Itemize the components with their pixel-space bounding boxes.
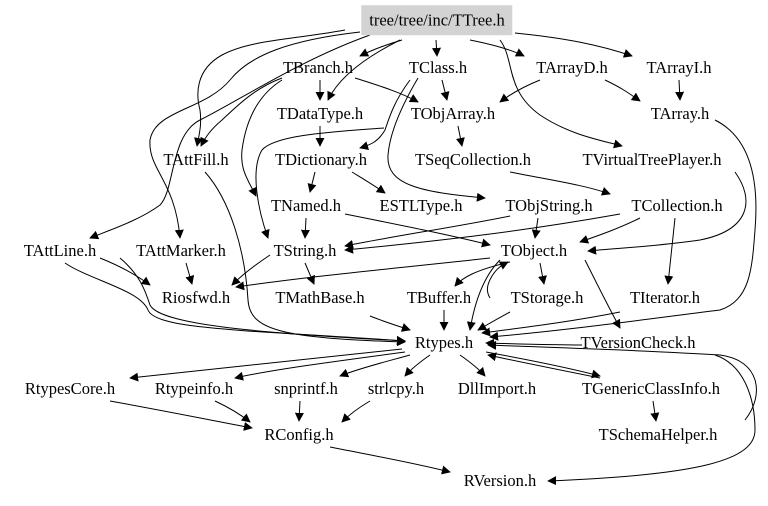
edge-tobject-tstorage bbox=[538, 262, 547, 285]
edge-tvirtualtreeplayer-tobject bbox=[587, 171, 747, 255]
edge-tgenericclassinfo-tschemahelper bbox=[650, 400, 660, 422]
edge-strlcpy-rconfig bbox=[341, 400, 371, 423]
edge-tclass-tdictionary bbox=[359, 79, 411, 150]
edge-tattline-riosfwd bbox=[99, 257, 151, 286]
node-tclass[interactable]: TClass.h bbox=[408, 57, 468, 77]
node-snprintf[interactable]: snprintf.h bbox=[274, 378, 338, 398]
node-tattfill[interactable]: TAttFill.h bbox=[163, 149, 229, 169]
edge-tstorage-rtypes bbox=[477, 311, 511, 331]
edge-ttree-tattline bbox=[89, 34, 371, 240]
edge-titerator-rtypes bbox=[481, 311, 621, 337]
edge-rtypes-dllimport bbox=[459, 354, 486, 377]
edge-tattmarker-riosfwd bbox=[185, 262, 195, 285]
edge-tarray-rtypes bbox=[489, 119, 757, 341]
edge-tclass-tobjstring bbox=[387, 77, 486, 202]
node-riosfwd[interactable]: Riosfwd.h bbox=[161, 287, 231, 307]
edge-tversioncheck-rversion bbox=[547, 354, 756, 486]
node-tstorage[interactable]: TStorage.h bbox=[510, 287, 584, 307]
node-tarrayi[interactable]: TArrayI.h bbox=[646, 57, 712, 77]
edge-ttree-tdatatype bbox=[327, 39, 401, 101]
node-rtypes[interactable]: Rtypes.h bbox=[414, 332, 474, 352]
node-rversion[interactable]: RVersion.h bbox=[463, 470, 537, 490]
node-tattline[interactable]: TAttLine.h bbox=[23, 240, 97, 260]
edge-ttree-tarrayd bbox=[469, 39, 525, 57]
edge-tarrayd-tarray bbox=[604, 79, 641, 102]
edge-tarrayi-tarray bbox=[675, 79, 685, 101]
node-tobject[interactable]: TObject.h bbox=[500, 240, 568, 260]
node-tattmarker[interactable]: TAttMarker.h bbox=[136, 240, 226, 260]
edge-tobject-riosfwd bbox=[235, 257, 491, 291]
edge-tobject-rtypes bbox=[466, 259, 501, 331]
edge-tstring-tmathbase bbox=[304, 262, 315, 285]
node-tobjarray[interactable]: TObjArray.h bbox=[410, 103, 496, 123]
edge-tmathbase-rtypes bbox=[369, 315, 411, 332]
edge-rconfig-rversion bbox=[329, 446, 451, 475]
edge-tseqcollection-tcollection bbox=[509, 171, 611, 196]
edge-tstorage-tobject bbox=[486, 261, 509, 299]
node-tdictionary[interactable]: TDictionary.h bbox=[275, 149, 367, 169]
edge-rtypescore-rconfig bbox=[109, 400, 253, 431]
edge-ttree-tattfill bbox=[194, 29, 346, 147]
node-tnamed[interactable]: TNamed.h bbox=[270, 195, 342, 215]
edge-tbranch-tnamed bbox=[241, 79, 283, 197]
node-tschemahelper[interactable]: TSchemaHelper.h bbox=[598, 424, 718, 444]
node-tseqcollection[interactable]: TSeqCollection.h bbox=[415, 149, 531, 169]
edge-rtypes-strlcpy bbox=[404, 354, 431, 377]
edge-rtypes-snprintf bbox=[339, 354, 411, 378]
edge-tcollection-titerator bbox=[664, 217, 676, 285]
edge-tarrayd-tobjarray bbox=[499, 79, 541, 103]
edge-rtypes-rtypeinfo bbox=[234, 351, 406, 381]
edge-tbranch-tobjarray bbox=[354, 77, 419, 103]
edge-ttree-tattmarker bbox=[149, 31, 361, 239]
edge-tdictionary-estltype bbox=[351, 171, 386, 194]
node-rtypescore[interactable]: RtypesCore.h bbox=[24, 378, 116, 398]
edge-rtypes-rtypescore bbox=[129, 348, 403, 382]
node-dllimport[interactable]: DllImport.h bbox=[457, 378, 537, 398]
edge-tnamed-tobject bbox=[344, 213, 491, 248]
node-titerator[interactable]: TIterator.h bbox=[629, 287, 701, 307]
node-tmathbase[interactable]: TMathBase.h bbox=[275, 287, 365, 307]
node-tgenericclassinfo[interactable]: TGenericClassInfo.h bbox=[582, 378, 720, 398]
edge-tcollection-tobject bbox=[579, 217, 641, 244]
node-tarrayd[interactable]: TArrayD.h bbox=[536, 57, 608, 77]
edge-tgenericclassinfo-rtypes bbox=[487, 352, 601, 379]
node-estltype[interactable]: ESTLType.h bbox=[379, 195, 463, 215]
edge-rtypes-tgenericclassinfo bbox=[485, 351, 601, 379]
edge-tobjstring-tobject bbox=[531, 217, 541, 239]
node-rtypeinfo[interactable]: Rtypeinfo.h bbox=[154, 378, 234, 398]
node-strlcpy[interactable]: strlcpy.h bbox=[367, 378, 425, 398]
node-tarray[interactable]: TArray.h bbox=[650, 103, 710, 123]
node-rconfig[interactable]: RConfig.h bbox=[264, 424, 334, 444]
node-tbranch[interactable]: TBranch.h bbox=[282, 57, 354, 77]
edge-ttree-tvirtualtreeplayer bbox=[499, 39, 623, 149]
node-ttree-root[interactable]: tree/tree/inc/TTree.h bbox=[361, 5, 513, 35]
node-tversioncheck[interactable]: TVersionCheck.h bbox=[580, 332, 696, 352]
edge-tdictionary-tnamed bbox=[307, 171, 317, 193]
edge-tattmarker-rtypes bbox=[119, 257, 406, 346]
edge-tversioncheck-rtypes bbox=[485, 338, 583, 348]
node-tdatatype[interactable]: TDataType.h bbox=[276, 103, 364, 123]
edge-tstring-riosfwd bbox=[231, 254, 271, 286]
edge-tcollection-tstring bbox=[344, 213, 621, 254]
node-tstring[interactable]: TString.h bbox=[273, 240, 337, 260]
edge-snprintf-rconfig bbox=[294, 400, 304, 422]
edge-ttree-tarrayi bbox=[514, 32, 633, 58]
node-tvirtualtreeplayer[interactable]: TVirtualTreePlayer.h bbox=[582, 149, 722, 169]
edge-tattfill-rtypes bbox=[204, 171, 406, 347]
edge-tobjarray-tstring bbox=[255, 127, 385, 239]
node-tbuffer[interactable]: TBuffer.h bbox=[406, 287, 472, 307]
node-tobjstring[interactable]: TObjString.h bbox=[505, 195, 593, 215]
edge-tbranch-tattfill bbox=[200, 77, 283, 147]
edge-tschemahelper-rtypes bbox=[487, 340, 757, 421]
edge-tclass-tobjarray bbox=[440, 79, 450, 101]
edge-ttree-tclass bbox=[432, 39, 441, 57]
edge-rtypeinfo-rconfig bbox=[214, 400, 251, 423]
node-tcollection[interactable]: TCollection.h bbox=[631, 195, 723, 215]
edge-tobjarray-tseqcollection bbox=[455, 125, 465, 147]
edge-tobject-tversioncheck bbox=[584, 259, 621, 329]
edge-tobjstring-tstring bbox=[344, 215, 511, 249]
edge-tnamed-tstring bbox=[300, 217, 310, 239]
